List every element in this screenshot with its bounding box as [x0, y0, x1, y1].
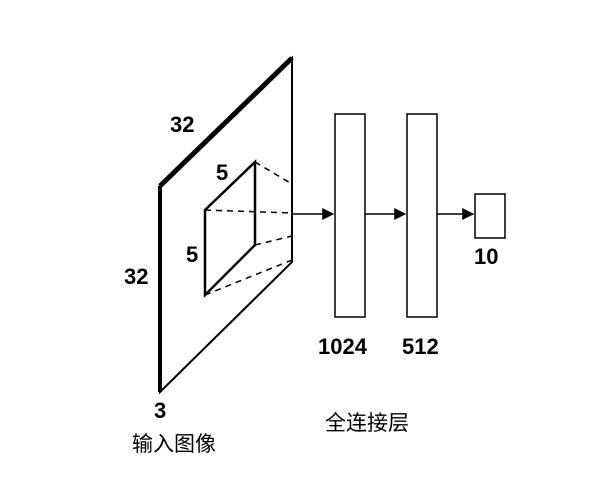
output-layer — [474, 193, 506, 239]
kernel-projection-line — [204, 209, 293, 214]
input-height-label: 32 — [124, 264, 148, 289]
kernel-projection-line — [254, 161, 293, 185]
input-top-edge — [158, 56, 294, 188]
fc-1024-label: 1024 — [318, 334, 368, 359]
fc-layer-512 — [406, 113, 438, 318]
kernel-width-label: 5 — [216, 160, 228, 185]
kernel-window — [203, 159, 293, 299]
fc-caption: 全连接层 — [325, 411, 409, 435]
fc-layer-1024 — [334, 113, 366, 318]
kernel-projection-line — [204, 259, 293, 296]
input-width-label: 32 — [170, 112, 194, 137]
kernel-rect — [203, 159, 257, 299]
input-plane — [159, 55, 293, 395]
fc-512-label: 512 — [402, 334, 439, 359]
input-caption: 输入图像 — [132, 432, 216, 456]
input-depth-label: 3 — [154, 398, 166, 423]
kernel-height-label: 5 — [186, 242, 198, 267]
output-label: 10 — [474, 244, 498, 269]
kernel-projection-line — [254, 235, 293, 246]
input-volume — [158, 55, 294, 395]
